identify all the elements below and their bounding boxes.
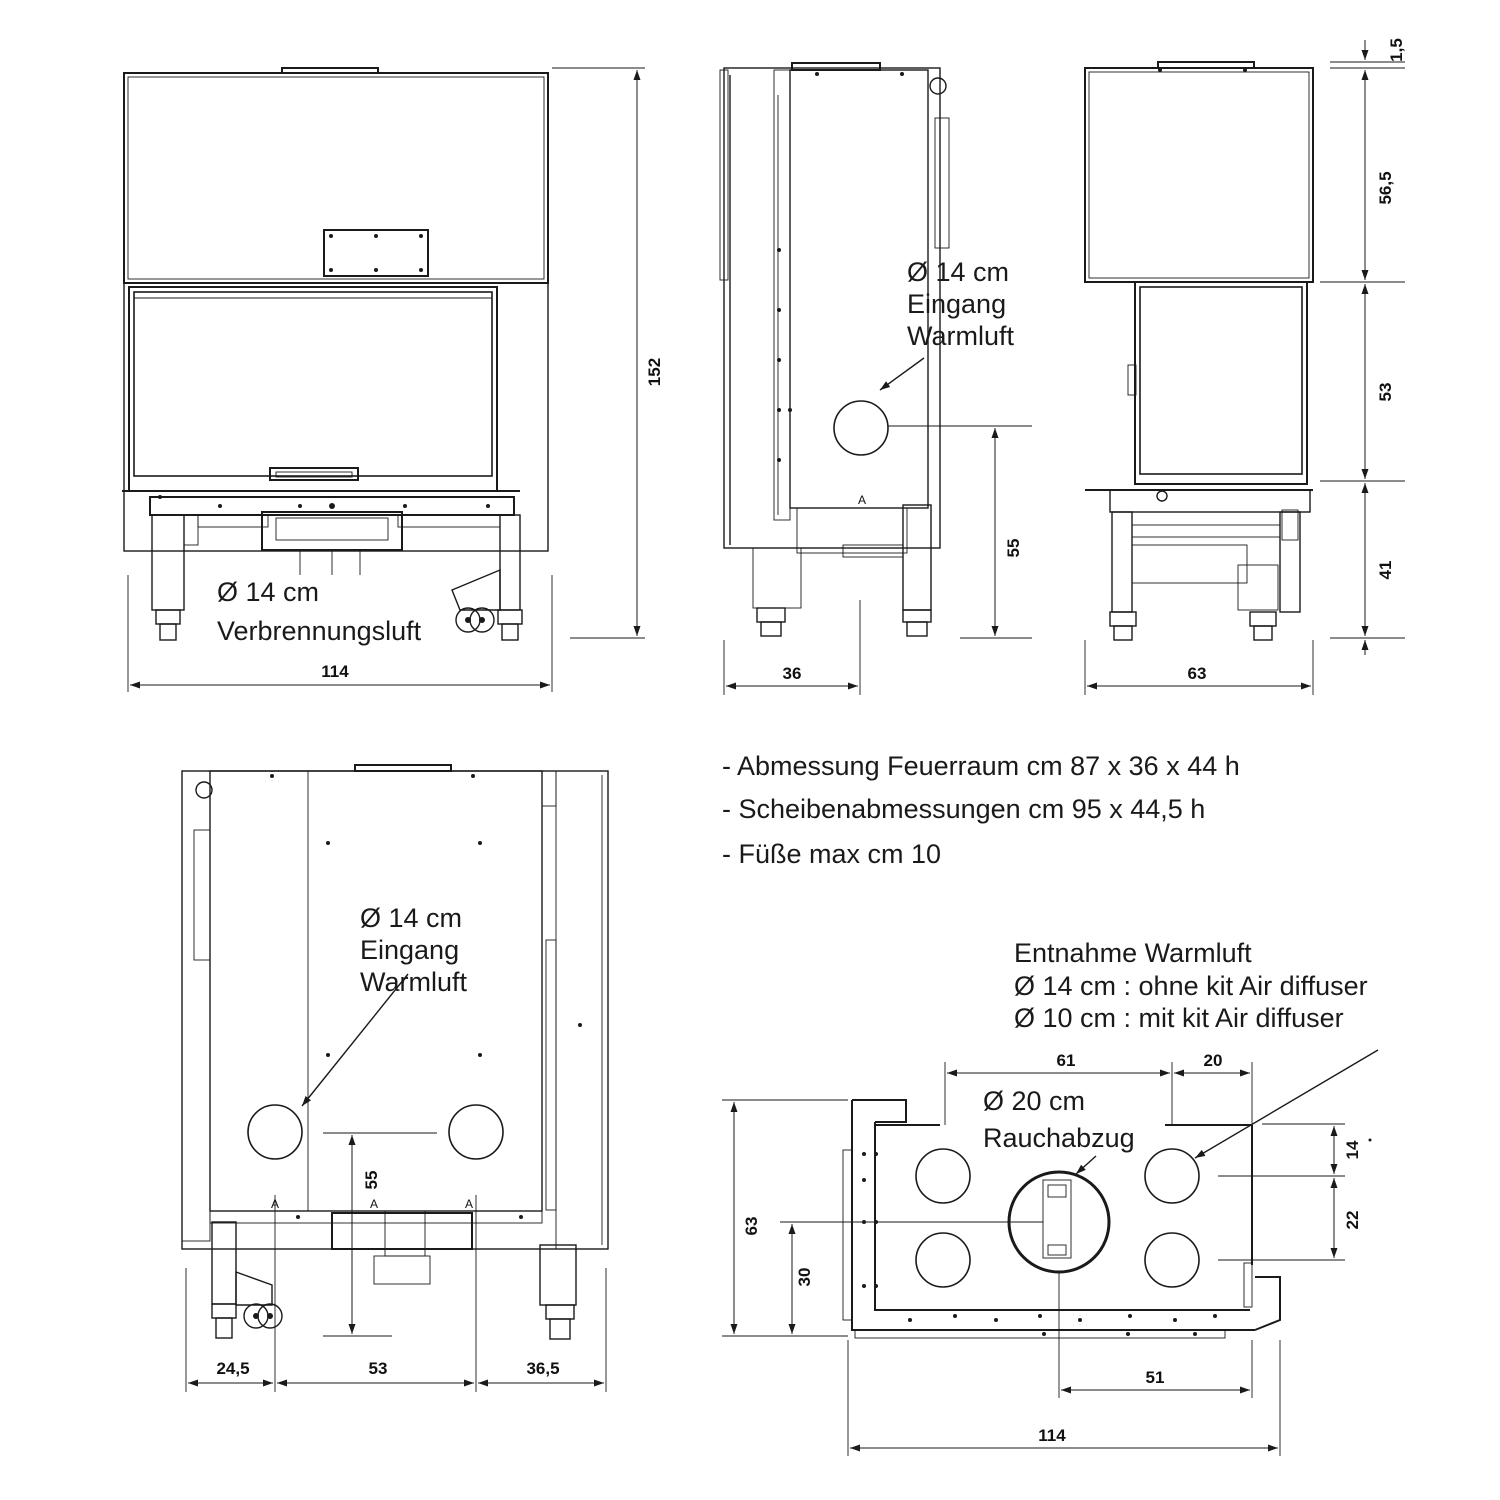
- side-depth-dim: 36: [783, 664, 802, 683]
- rear-inlet-callout-line3: Warmluft: [360, 967, 467, 997]
- front-height-dim: 152: [645, 358, 664, 386]
- right-view: [1084, 40, 1405, 695]
- rear-inlet-height-dim: 55: [362, 1171, 381, 1190]
- top-dim-61: 61: [1057, 1051, 1076, 1070]
- svg-text:A: A: [858, 493, 866, 507]
- flue-callout-line1: Ø 20 cm: [983, 1086, 1085, 1116]
- rear-bottom-dim-2: 53: [369, 1359, 388, 1378]
- side-view: A: [719, 62, 1032, 695]
- spec-firebox-dimensions: - Abmessung Feuerraum cm 87 x 36 x 44 h: [722, 751, 1240, 781]
- top-dim-20: 20: [1204, 1051, 1223, 1070]
- right-height-dim-1: 1,5: [1387, 38, 1406, 62]
- spec-glass-dimensions: - Scheibenabmessungen cm 95 x 44,5 h: [722, 794, 1205, 824]
- right-height-dim-3: 53: [1376, 383, 1395, 402]
- warm-air-outlet-callout-line3: Ø 10 cm : mit kit Air diffuser: [1014, 1003, 1344, 1033]
- side-inlet-height-dim: 55: [1004, 539, 1023, 558]
- front-width-dim: 114: [321, 662, 349, 681]
- top-dim-22: 22: [1343, 1211, 1362, 1230]
- top-dim-51: 51: [1146, 1368, 1165, 1387]
- top-dim-30: 30: [795, 1268, 814, 1287]
- warm-air-outlet-callout-line2: Ø 14 cm : ohne kit Air diffuser: [1014, 971, 1368, 1001]
- side-inlet-callout-line2: Eingang: [907, 289, 1006, 319]
- right-height-dim-2: 56,5: [1376, 171, 1395, 204]
- top-dim-114: 114: [1038, 1426, 1066, 1445]
- rear-inlet-callout-line1: Ø 14 cm: [360, 903, 462, 933]
- warm-air-outlet-callout-line1: Entnahme Warmluft: [1014, 938, 1252, 968]
- top-dim-63: 63: [742, 1217, 761, 1236]
- side-inlet-callout-line3: Warmluft: [907, 321, 1014, 351]
- svg-text:A: A: [370, 1197, 378, 1211]
- rear-inlet-callout-line2: Eingang: [360, 935, 459, 965]
- side-inlet-callout-line1: Ø 14 cm: [907, 257, 1009, 287]
- spec-feet-max: - Füße max cm 10: [722, 839, 941, 869]
- top-view: [722, 1049, 1379, 1456]
- rear-view: A A A: [181, 764, 609, 1392]
- flue-callout-line2: Rauchabzug: [983, 1123, 1135, 1153]
- front-view: [122, 67, 645, 692]
- svg-text:A: A: [465, 1197, 473, 1211]
- rear-bottom-dim-1: 24,5: [216, 1359, 249, 1378]
- right-width-dim: 63: [1188, 664, 1207, 683]
- rear-bottom-dim-3: 36,5: [526, 1359, 559, 1378]
- combustion-air-callout-line1: Ø 14 cm: [217, 577, 319, 607]
- right-height-dim-4: 41: [1376, 561, 1395, 580]
- top-dim-14: 14: [1343, 1140, 1362, 1159]
- combustion-air-callout-line2: Verbrennungsluft: [217, 616, 422, 646]
